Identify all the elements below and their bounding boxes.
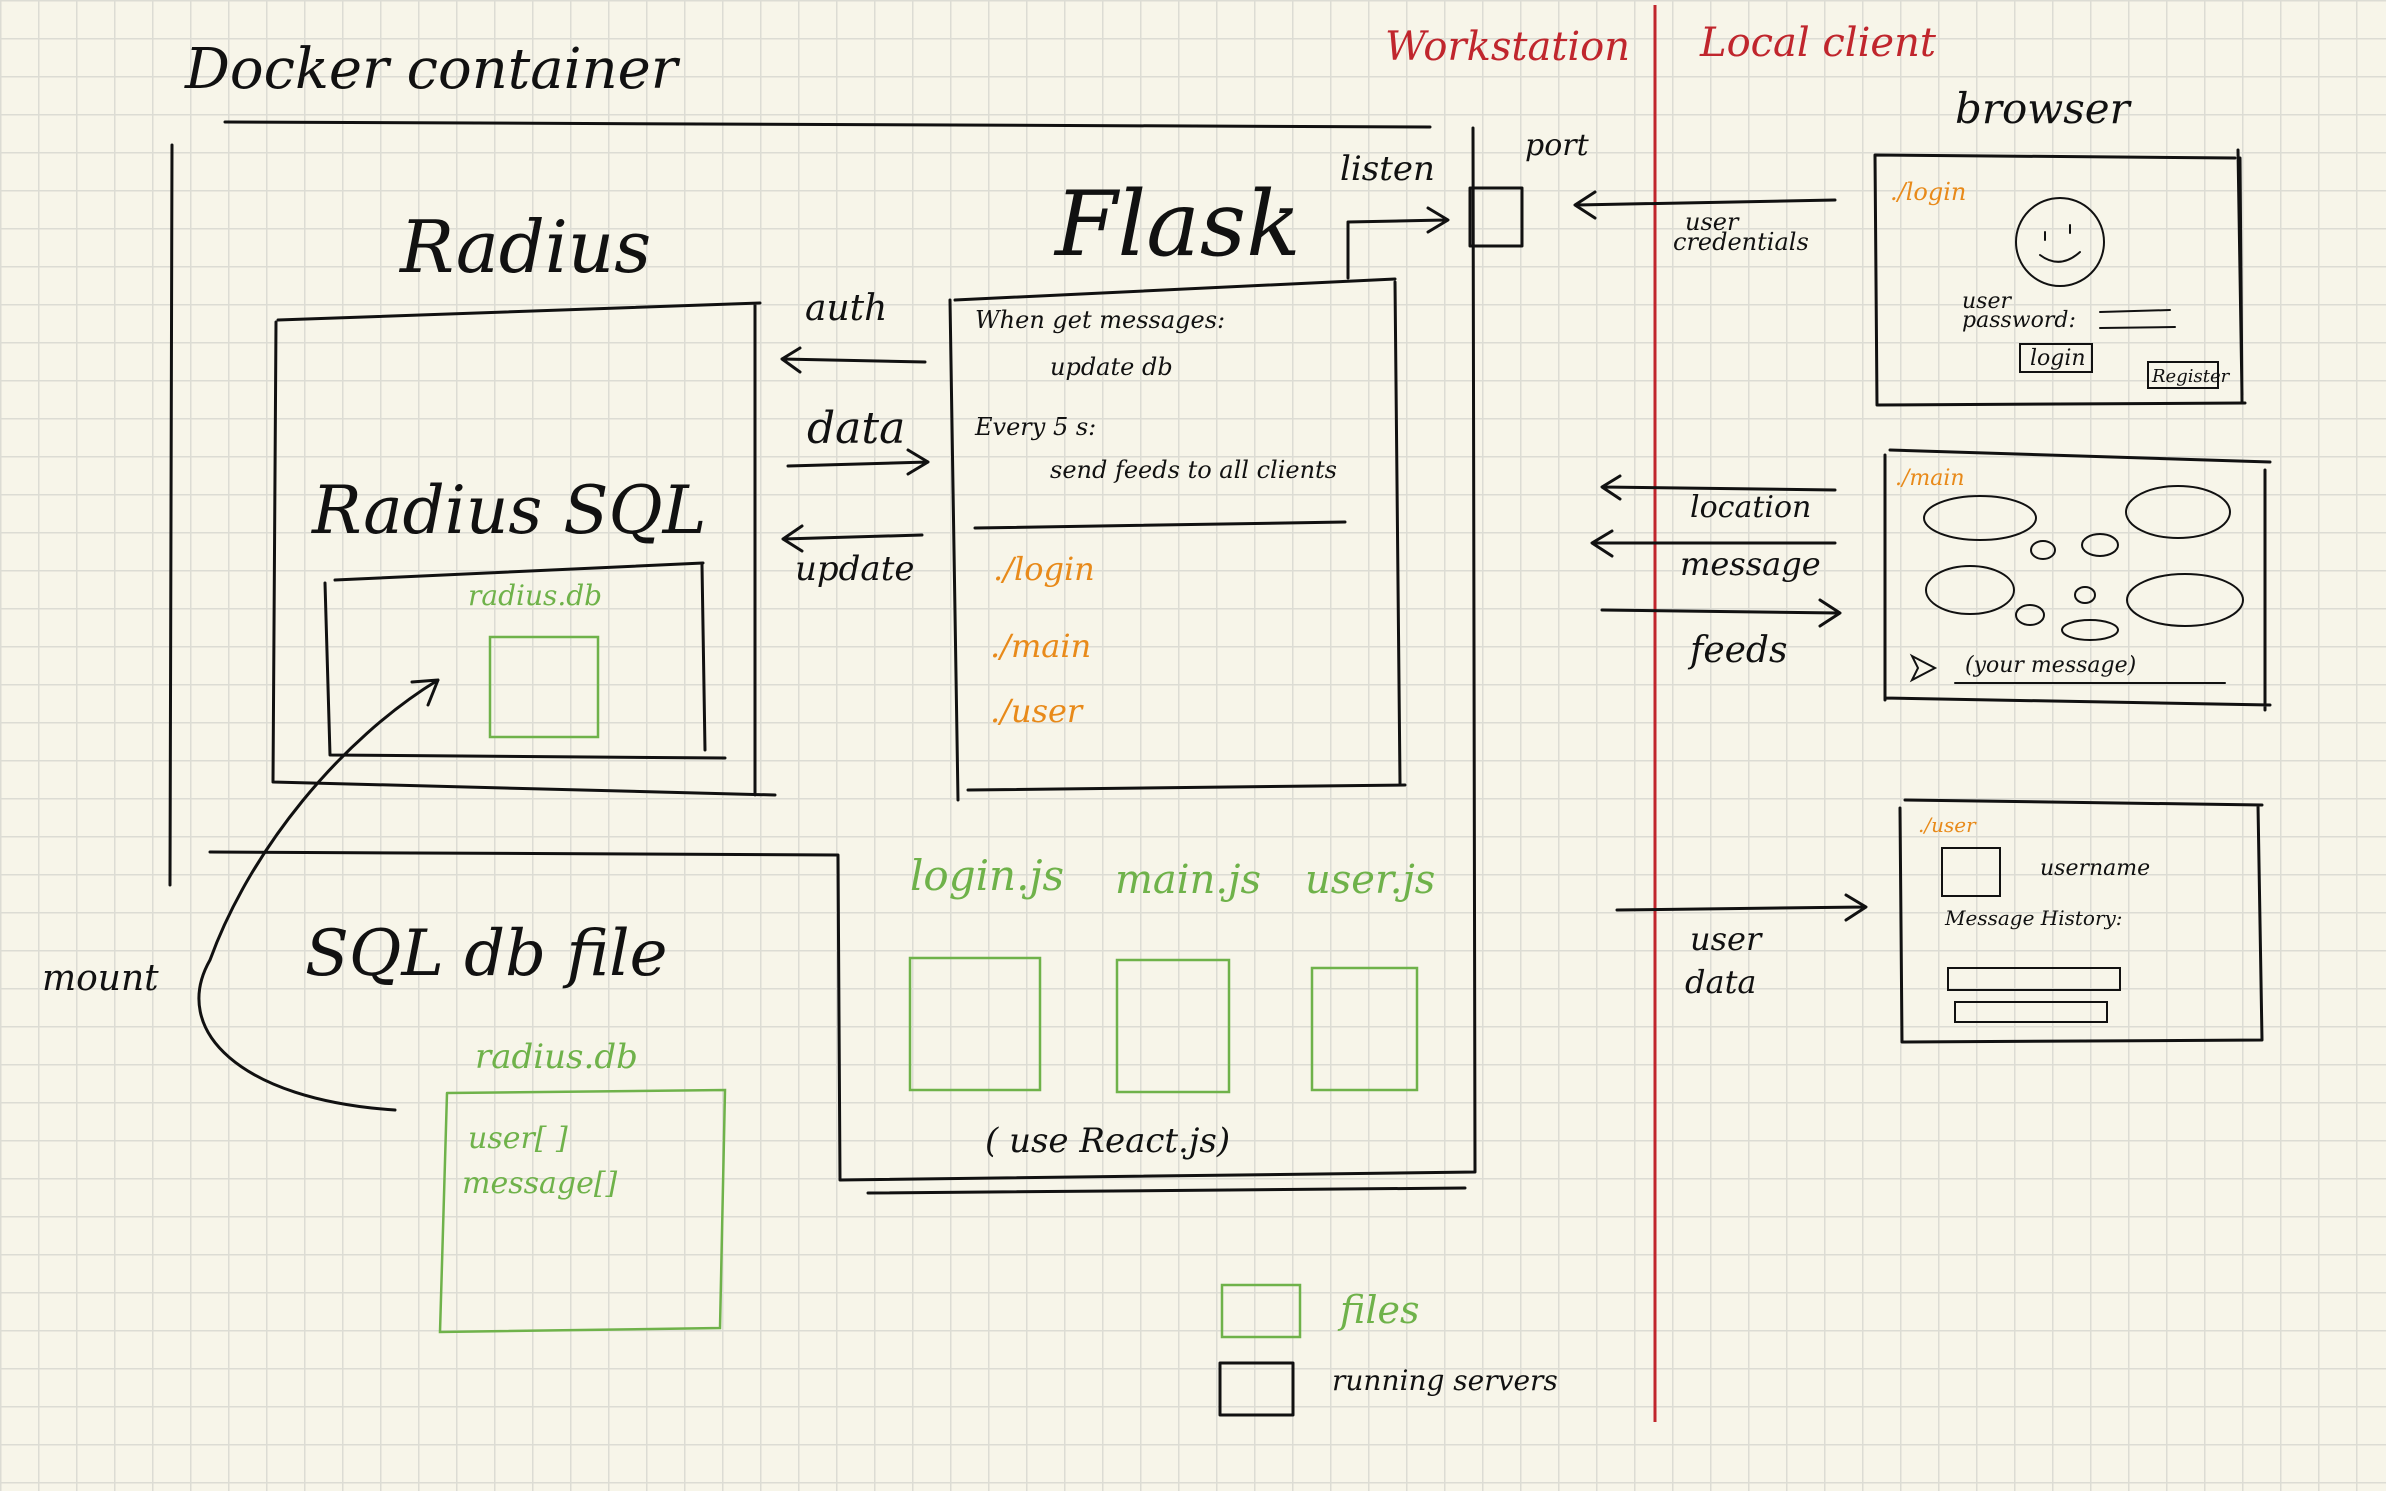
port-label: port xyxy=(1525,128,1590,163)
history-row xyxy=(1954,1001,2108,1023)
js-file-user-icon xyxy=(1310,966,1419,1092)
login-button-label: login xyxy=(2030,346,2086,371)
legend-files-label: files xyxy=(1337,1288,1420,1332)
register-button-label: Register xyxy=(2151,366,2231,387)
radius-sql-title: Radius SQL xyxy=(311,472,706,549)
login-password-label: password: xyxy=(1962,308,2076,333)
smiley-icon xyxy=(2015,197,2105,287)
radius-title: Radius xyxy=(398,205,651,289)
feeds-arrow xyxy=(1600,598,1842,628)
credentials-arrow xyxy=(1573,190,1837,220)
flask-line-3: Every 5 s: xyxy=(974,413,1096,441)
sql-file-title: SQL db file xyxy=(305,917,667,991)
auth-arrow-label: auth xyxy=(805,288,887,329)
js-file-main-label: main.js xyxy=(1115,857,1261,903)
login-page-route: ./login xyxy=(1890,178,1966,206)
main-page-frame xyxy=(1883,448,2272,712)
js-file-login-label: login.js xyxy=(910,851,1064,900)
mount-label: mount xyxy=(42,958,159,999)
credentials-label-2: credentials xyxy=(1673,228,1809,256)
browser-label: browser xyxy=(1955,84,2133,133)
flask-line-1: When get messages: xyxy=(975,306,1225,334)
port-icon xyxy=(1468,186,1524,248)
feed-bubble xyxy=(2074,586,2096,604)
feed-bubble xyxy=(1923,495,2037,541)
feed-bubble xyxy=(2030,540,2056,560)
legend-files-swatch xyxy=(1220,1283,1302,1339)
login-button[interactable] xyxy=(2019,343,2093,373)
radius-db-file-icon xyxy=(488,635,600,739)
user-history-title: Message History: xyxy=(1944,906,2123,930)
flask-route-user: ./user xyxy=(990,692,1084,730)
update-arrow xyxy=(781,524,924,553)
message-arrow xyxy=(1590,529,1837,558)
feed-bubble xyxy=(2126,573,2244,627)
user-page-frame xyxy=(1898,798,2264,1044)
legend-servers-swatch xyxy=(1218,1361,1295,1417)
docker-container-label: Docker container xyxy=(184,37,681,102)
workstation-label: Workstation xyxy=(1385,24,1630,70)
user-page-route: ./user xyxy=(1918,813,1977,837)
user-avatar-icon xyxy=(1941,847,2001,897)
user-data-arrow xyxy=(1615,893,1868,922)
login-inputs[interactable] xyxy=(2099,309,2176,329)
user-username: username xyxy=(2040,856,2150,881)
user-data-label-2: data xyxy=(1685,963,1757,1001)
message-label: message xyxy=(1680,545,1821,583)
auth-arrow xyxy=(780,346,927,374)
mount-arrow xyxy=(197,678,440,1112)
location-arrow xyxy=(1600,474,1837,501)
update-arrow-label: update xyxy=(795,549,914,589)
feed-bubble xyxy=(2125,485,2231,539)
flask-line-2: update db xyxy=(1050,353,1173,381)
listen-label: listen xyxy=(1340,149,1435,189)
flask-line-4: send feeds to all clients xyxy=(1050,456,1337,484)
js-file-user-label: user.js xyxy=(1305,857,1435,903)
sql-file-box xyxy=(438,1088,727,1334)
radius-box xyxy=(271,301,777,797)
sql-file-db-label: radius.db xyxy=(475,1037,638,1077)
react-note: ( use React.js) xyxy=(985,1121,1230,1161)
listen-arrow xyxy=(1346,206,1450,280)
feed-bubbles xyxy=(1923,485,2244,641)
docker-container-border xyxy=(168,120,1477,1195)
data-arrow-label: data xyxy=(807,403,905,454)
message-input-placeholder: (your message) xyxy=(1965,653,2136,678)
feed-bubble xyxy=(2081,533,2119,557)
feed-bubble xyxy=(2015,604,2045,626)
login-page-frame xyxy=(1873,148,2247,407)
flask-route-login: ./login xyxy=(993,550,1095,588)
local-client-label: Local client xyxy=(1699,20,1937,66)
feed-bubble xyxy=(1925,565,2015,615)
main-page-route: ./main xyxy=(1895,466,1965,491)
feeds-label: feeds xyxy=(1687,630,1787,671)
history-row xyxy=(1947,967,2121,991)
flask-route-main: ./main xyxy=(990,627,1091,665)
flask-title: Flask xyxy=(1053,172,1301,277)
login-user-label: user xyxy=(1962,289,2012,314)
js-file-login-icon xyxy=(908,956,1042,1092)
radius-db-label: radius.db xyxy=(468,579,602,612)
send-icon[interactable] xyxy=(1909,653,1938,683)
flask-divider xyxy=(973,520,1347,530)
js-file-main-icon xyxy=(1115,958,1231,1094)
smiley-face xyxy=(2039,224,2081,263)
user-data-label-1: user xyxy=(1690,920,1763,958)
location-label: location xyxy=(1690,490,1811,525)
sql-table-user: user[ ] xyxy=(468,1121,568,1156)
flask-box xyxy=(948,277,1407,802)
radius-sql-box xyxy=(323,561,727,760)
sql-table-message: message[] xyxy=(462,1166,618,1201)
data-arrow xyxy=(786,448,930,476)
feed-bubble xyxy=(2061,619,2119,641)
register-button[interactable] xyxy=(2147,361,2219,389)
credentials-label-1: user xyxy=(1685,208,1740,236)
legend-servers-label: running servers xyxy=(1332,1364,1558,1397)
